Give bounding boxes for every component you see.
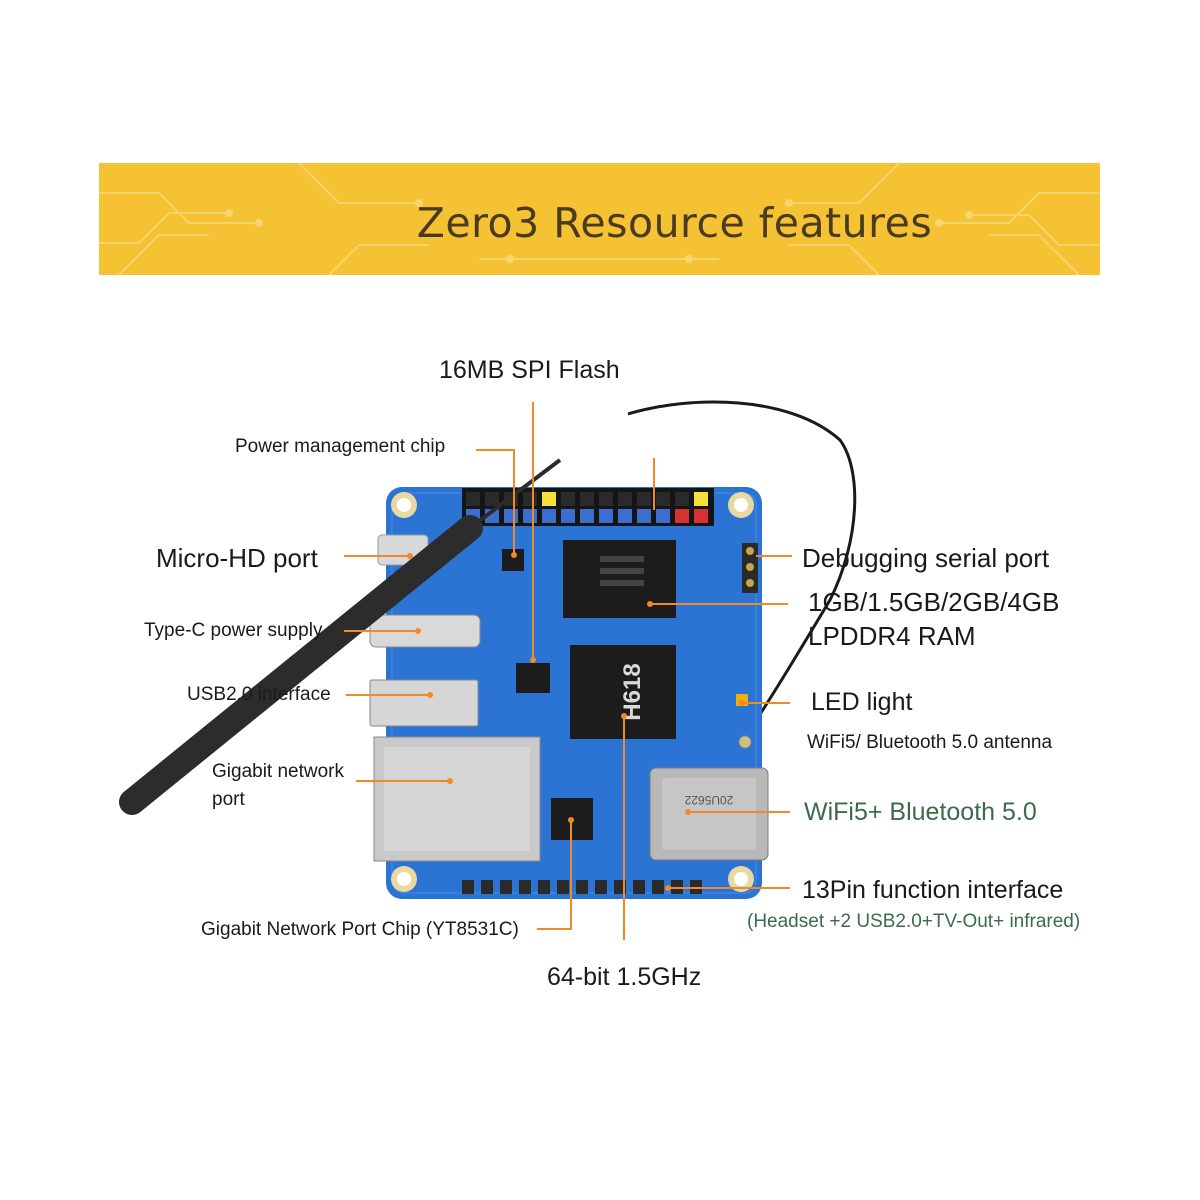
label-gigabit-network-chip: Gigabit Network Port Chip (YT8531C)	[201, 919, 519, 940]
leader-lines	[344, 402, 792, 940]
label-13pin-detail: (Headset +2 USB2.0+TV-Out+ infrared)	[747, 911, 1081, 932]
power-management-chip	[502, 549, 524, 571]
label-13pin-interface: 13Pin function interface	[802, 876, 1064, 904]
wifi-module-marking: 20U5622	[684, 793, 733, 807]
label-cpu: 64-bit 1.5GHz	[547, 963, 702, 991]
usb2-port	[369, 679, 479, 727]
antenna-connector	[738, 735, 752, 749]
label-wifi-bluetooth: WiFi5+ Bluetooth 5.0	[804, 798, 1037, 826]
label-gigabit-port-line1: Gigabit network	[212, 761, 345, 782]
antenna-cable	[627, 400, 857, 743]
wifi-bt-module: 20U5622	[649, 767, 769, 861]
label-antenna: WiFi5/ Bluetooth 5.0 antenna	[807, 732, 1053, 753]
title-banner: Zero3 Resource features	[99, 163, 1100, 275]
page-title: Zero3 Resource features	[416, 199, 933, 247]
label-ram-line1: 1GB/1.5GB/2GB/4GB	[808, 587, 1060, 617]
ethernet-port	[373, 736, 541, 862]
ram-chip	[563, 540, 676, 618]
label-ram-line2: LPDDR4 RAM	[808, 621, 976, 651]
circuit-pattern-decoration	[99, 163, 1100, 275]
label-micro-hd-port: Micro-HD port	[156, 543, 318, 573]
label-power-management-chip: Power management chip	[235, 436, 446, 457]
debug-serial-pins	[742, 543, 758, 593]
label-type-c-power: Type-C power supply	[144, 620, 323, 641]
label-usb2-interface: USB2.0 interface	[187, 684, 331, 705]
spi-flash-chip	[516, 663, 550, 693]
soc-marking: H618	[619, 663, 646, 720]
label-debug-serial-port: Debugging serial port	[802, 543, 1050, 573]
label-gigabit-port-line2: port	[212, 789, 245, 810]
label-spi-flash: 16MB SPI Flash	[439, 356, 620, 384]
label-led-light: LED light	[811, 688, 913, 716]
pin-header-13pin	[462, 880, 702, 894]
